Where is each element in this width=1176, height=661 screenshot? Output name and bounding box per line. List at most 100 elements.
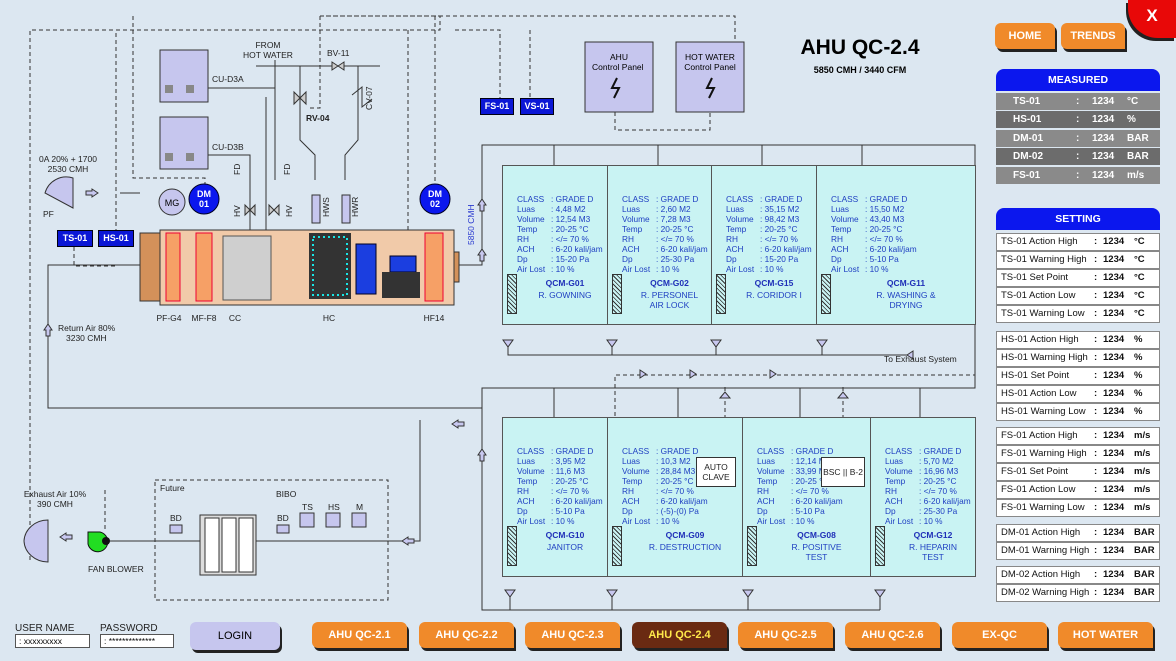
room-param-dp: Dp: 25-30 Pa [885, 506, 958, 516]
svg-text:MG: MG [165, 198, 180, 208]
room-param-rh: RH: </= 70 % [757, 486, 829, 496]
room-param-dp: Dp: 15-20 Pa [726, 254, 799, 264]
autoclave-label-line1: AUTO [704, 462, 728, 472]
room-param-volume: Volume: 28,84 M3 [622, 466, 696, 476]
trends-button[interactable]: TRENDS [1061, 23, 1125, 49]
room-param-class: CLASS: GRADE D [517, 446, 594, 456]
ts-01-tag[interactable]: TS-01 [57, 230, 93, 247]
room-name: R. PERSONEL [640, 290, 699, 300]
setting-row[interactable]: TS-01 Action High:1234°C [996, 233, 1160, 251]
hs-01-tag[interactable]: HS-01 [98, 230, 134, 247]
measured-header: MEASURED [996, 69, 1160, 91]
autoclave-box: AUTO CLAVE [696, 457, 736, 487]
room-param-dp: Dp: 15-20 Pa [517, 254, 590, 264]
nav-ex-qc[interactable]: EX-QC [952, 622, 1047, 648]
password-input[interactable]: : ************** [100, 634, 174, 648]
setting-row[interactable]: TS-01 Warning Low:1234°C [996, 305, 1160, 323]
fs-01-tag[interactable]: FS-01 [480, 98, 514, 115]
nav-hot-water[interactable]: HOT WATER [1058, 622, 1153, 648]
login-button[interactable]: LOGIN [190, 622, 280, 650]
svg-text:PF-G4: PF-G4 [156, 313, 181, 323]
dm-02-sensor[interactable] [419, 183, 451, 215]
nav-ahu-qc-2-5[interactable]: AHU QC-2.5 [738, 622, 833, 648]
filter-hf14 [424, 232, 444, 302]
room-param-class: CLASS: GRADE D [757, 446, 834, 456]
damper-icon [747, 526, 757, 566]
room-param-temp: Temp: 20-25 °C [726, 224, 798, 234]
setting-row[interactable]: TS-01 Action Low:1234°C [996, 287, 1160, 305]
hws-pipe [311, 194, 321, 224]
setting-row[interactable]: TS-01 Warning High:1234°C [996, 251, 1160, 269]
svg-text:BD: BD [170, 513, 182, 523]
page-subtitle: 5850 CMH / 3440 CFM [813, 65, 907, 75]
room-param-air_lost: Air Lost: 10 % [517, 516, 575, 526]
room-param-volume: Volume: 12,54 M3 [517, 214, 591, 224]
username-input[interactable]: : xxxxxxxxx [15, 634, 90, 648]
room-param-class: CLASS: GRADE D [622, 446, 699, 456]
setting-row[interactable]: HS-01 Set Point:1234% [996, 367, 1160, 385]
room-param-class: CLASS: GRADE D [622, 194, 699, 204]
valve-rv-04-icon [293, 90, 307, 106]
dm-01-sensor[interactable] [188, 183, 220, 215]
nav-ahu-qc-2-2[interactable]: AHU QC-2.2 [419, 622, 514, 648]
svg-text:FD: FD [232, 164, 242, 175]
hot-water-control-panel[interactable] [675, 41, 745, 113]
room-param-class: CLASS: GRADE D [726, 194, 803, 204]
setting-row[interactable]: TS-01 Set Point:1234°C [996, 269, 1160, 287]
room-code: QCM-G02 [650, 278, 689, 288]
setting-row[interactable]: HS-01 Warning High:1234% [996, 349, 1160, 367]
nav-ahu-qc-2-4[interactable]: AHU QC-2.4 [632, 622, 727, 648]
room-param-ach: ACH: 6-20 kali/jam [726, 244, 812, 254]
home-button[interactable]: HOME [995, 23, 1055, 49]
ahu-control-panel[interactable] [584, 41, 654, 113]
room-name: AIR LOCK [649, 300, 690, 310]
nav-ahu-qc-2-6[interactable]: AHU QC-2.6 [845, 622, 940, 648]
svg-text:MF-F8: MF-F8 [191, 313, 216, 323]
svg-text:DM: DM [197, 189, 211, 199]
setting-row[interactable]: HS-01 Action Low:1234% [996, 385, 1160, 403]
nav-ahu-qc-2-3[interactable]: AHU QC-2.3 [525, 622, 620, 648]
condensing-unit-cu-d3a [159, 49, 209, 103]
page-title: AHU QC-2.4 [800, 36, 920, 59]
setting-row[interactable]: HS-01 Warning Low:1234% [996, 403, 1160, 421]
room-param-rh: RH: </= 70 % [517, 486, 589, 496]
room-param-luas: Luas: 2,60 M2 [622, 204, 691, 214]
room-code: QCM-G15 [754, 278, 794, 288]
room-param-ach: ACH: 6-20 kali/jam [517, 496, 603, 506]
svg-text:02: 02 [430, 199, 440, 209]
svg-text:HS: HS [328, 502, 340, 512]
room-param-dp: Dp: 25-30 Pa [622, 254, 695, 264]
cooling-coil [222, 235, 272, 301]
damper-icon [612, 526, 622, 566]
room-param-rh: RH: </= 70 % [517, 234, 589, 244]
room-param-dp: Dp: 5-10 Pa [831, 254, 899, 264]
room-param-air_lost: Air Lost: 10 % [622, 516, 680, 526]
room-param-luas: Luas: 3,95 M2 [517, 456, 586, 466]
setting-row[interactable]: HS-01 Action High:1234% [996, 331, 1160, 349]
svg-text:FAN BLOWER: FAN BLOWER [88, 564, 144, 574]
svg-text:CU-D3B: CU-D3B [212, 142, 244, 152]
nav-ahu-qc-2-1[interactable]: AHU QC-2.1 [312, 622, 407, 648]
vs-01-tag[interactable]: VS-01 [520, 98, 554, 115]
